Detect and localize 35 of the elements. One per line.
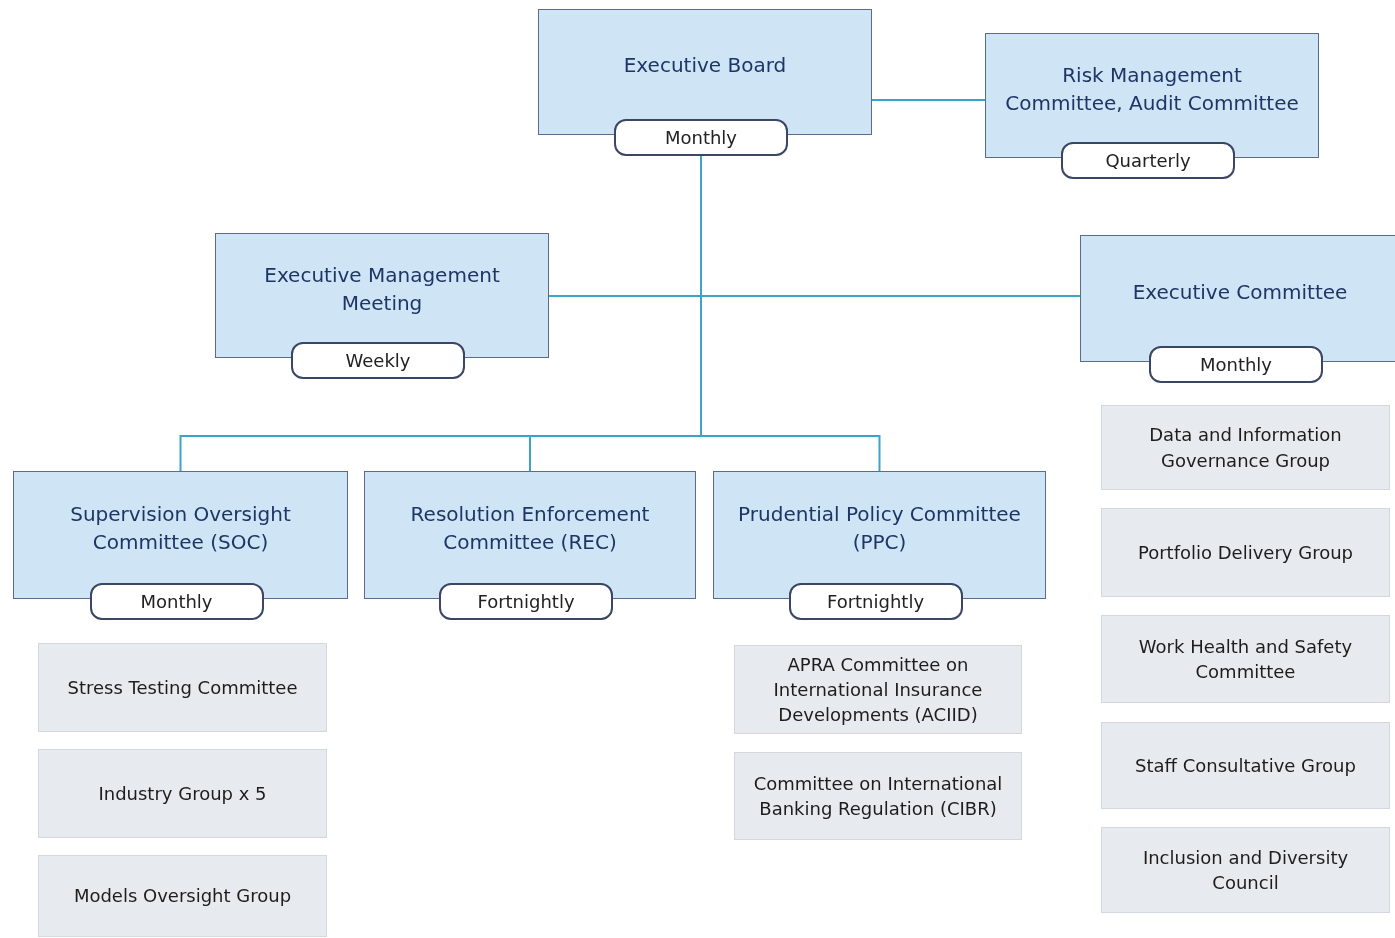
committee-name: Work Health and Safety Committee xyxy=(1137,634,1354,684)
group-box xyxy=(734,645,1022,734)
committee-name: Risk Management Committee, Audit Committee xyxy=(1004,61,1300,117)
committee-name: Data and Information Governance Group xyxy=(1148,423,1343,473)
group-box xyxy=(1101,508,1390,597)
committee-name: Committee on International Banking Regulation (CIBR) xyxy=(752,771,1004,821)
committee-name: Staff Consultative Group xyxy=(1135,753,1356,778)
committee-name: Executive Board xyxy=(623,52,787,79)
group-box xyxy=(1101,615,1390,703)
group-box xyxy=(38,855,327,937)
group-box xyxy=(38,749,327,838)
frequency-pill: Monthly xyxy=(1149,346,1323,383)
committee-name: Supervision Oversight Committee (SOC) xyxy=(69,501,292,556)
committee-name: Stress Testing Committee xyxy=(67,675,298,700)
frequency-pill: Fortnightly xyxy=(788,583,963,620)
committee-name: Resolution Enforcement Committee (REC) xyxy=(409,501,651,556)
frequency-pill: Weekly xyxy=(291,342,465,379)
group-box xyxy=(1101,405,1390,490)
group-box xyxy=(1101,827,1390,913)
committee-name: Prudential Policy Committee (PPC) xyxy=(737,501,1022,556)
frequency-pill: Quarterly xyxy=(1061,142,1235,179)
committee-name: Executive Committee xyxy=(1132,278,1348,306)
frequency-pill: Monthly xyxy=(89,583,264,620)
frequency-pill: Monthly xyxy=(614,119,788,156)
committee-name: Models Oversight Group xyxy=(73,884,292,909)
committee-name: APRA Committee on International Insurance Developments (ACIID) xyxy=(772,652,984,728)
connector-line xyxy=(871,99,986,101)
group-box xyxy=(1101,722,1390,809)
frequency-pill: Fortnightly xyxy=(439,583,613,620)
committee-name: Executive Management Meeting xyxy=(263,261,501,317)
group-box xyxy=(734,752,1022,840)
committee-name: Industry Group x 5 xyxy=(98,781,267,806)
committee-name: Inclusion and Diversity Council xyxy=(1141,845,1350,895)
committee-name: Portfolio Delivery Group xyxy=(1138,540,1353,565)
group-box xyxy=(38,643,327,732)
